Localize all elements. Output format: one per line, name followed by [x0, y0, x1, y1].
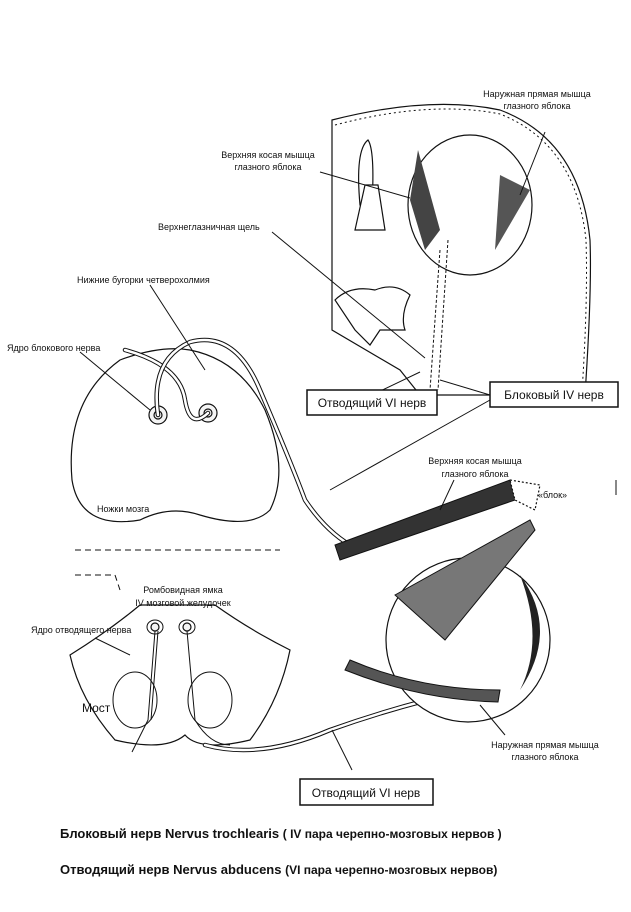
- midbrain-section: [70, 337, 353, 548]
- label-superior-oblique-top-1: Верхняя косая мышца: [221, 150, 315, 160]
- box-abducens-bottom-text: Отводящий VI нерв: [312, 786, 421, 800]
- eyeball: [334, 479, 551, 723]
- box-abducens-top-text: Отводящий VI нерв: [318, 396, 427, 410]
- caption-trochlear: Блоковый нерв Nervus trochlearis ( IV па…: [60, 826, 502, 841]
- label-inferior-colliculi: Нижние бугорки четверохолмия: [77, 275, 210, 285]
- label-lateral-rectus-top-1: Наружная прямая мышца: [483, 89, 591, 99]
- label-superior-orbital-fissure: Верхнеглазничная щель: [158, 222, 260, 232]
- label-lateral-rectus-bottom-2: глазного яблока: [511, 752, 578, 762]
- label-pons: Мост: [82, 701, 111, 715]
- box-abducens-top: Отводящий VI нерв: [306, 389, 438, 416]
- box-abducens-bottom: Отводящий VI нерв: [299, 778, 434, 806]
- caption-abducens: Отводящий нерв Nervus abducens (VI пара …: [60, 862, 497, 877]
- label-trochlear-nucleus: Ядро блокового нерва: [7, 343, 100, 353]
- box-trochlear-top-text: Блоковый IV нерв: [504, 388, 604, 402]
- label-cerebral-peduncles: Ножки мозга: [97, 504, 149, 514]
- pointer-lines: [79, 131, 617, 771]
- caption-abducens-detail: (VI пара черепно-мозговых нервов): [285, 863, 498, 877]
- label-superior-oblique-bottom-2: глазного яблока: [441, 469, 508, 479]
- label-superior-oblique-top-2: глазного яблока: [234, 162, 301, 172]
- label-lateral-rectus-bottom-1: Наружная прямая мышца: [491, 740, 599, 750]
- label-lateral-rectus-top-2: глазного яблока: [503, 101, 570, 111]
- label-rhomboid-fossa-2: IV мозговой желудочек: [135, 598, 230, 608]
- label-rhomboid-fossa-1: Ромбовидная ямка: [143, 585, 222, 595]
- caption-trochlear-main: Блоковый нерв Nervus trochlearis: [60, 826, 283, 841]
- label-abducens-nucleus: Ядро отводящего нерва: [31, 625, 131, 635]
- label-trochlea: «блок»: [538, 490, 567, 500]
- caption-abducens-main: Отводящий нерв Nervus abducens: [60, 862, 286, 877]
- label-superior-oblique-bottom-1: Верхняя косая мышца: [428, 456, 522, 466]
- box-trochlear-top: Блоковый IV нерв: [489, 381, 619, 408]
- orbit-cross-section: [331, 103, 592, 396]
- caption-trochlear-detail: ( IV пара черепно-мозговых нервов ): [282, 827, 502, 841]
